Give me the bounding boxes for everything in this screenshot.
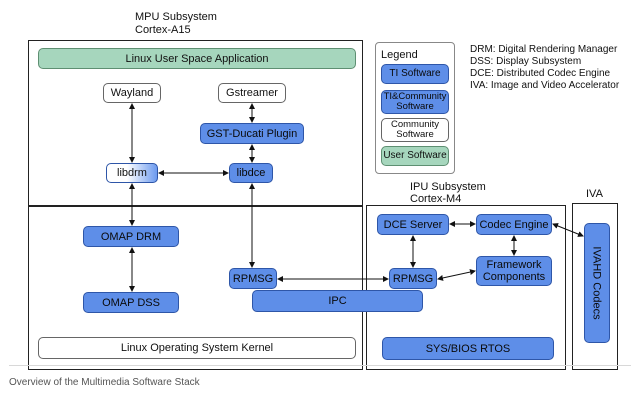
- omap-drm-box: OMAP DRM: [83, 226, 179, 247]
- caption-divider: [9, 365, 631, 366]
- mpu-subtitle: Cortex-A15: [135, 24, 191, 36]
- framework-components-box: Framework Components: [476, 256, 552, 286]
- iva-frame: [572, 203, 618, 370]
- ipu-frame: [366, 205, 566, 370]
- gstreamer-box: Gstreamer: [218, 83, 286, 103]
- codec-engine-box: Codec Engine: [476, 214, 552, 235]
- dce-server-box: DCE Server: [377, 214, 449, 235]
- ipu-subtitle: Cortex-M4: [410, 193, 462, 205]
- abbrev-iva: IVA: Image and Video Accelerator: [470, 80, 620, 91]
- omap-dss-box: OMAP DSS: [83, 292, 179, 313]
- mpu-user-space-frame: [28, 40, 363, 207]
- codecengine-ivahd-arrow: [552, 223, 584, 237]
- sysbios-rtos-box: SYS/BIOS RTOS: [382, 337, 554, 360]
- rpmsg-ipu-box: RPMSG: [389, 268, 437, 289]
- ipu-title: IPU Subsystem: [410, 181, 486, 193]
- legend-community-software: Community Software: [381, 118, 449, 142]
- legend-title: Legend: [381, 49, 418, 61]
- ivahd-codecs-box: IVAHD Codecs: [584, 223, 610, 343]
- legend-ti-community-software: TI&Community Software: [381, 90, 449, 114]
- libdce-box: libdce: [229, 163, 273, 183]
- legend-ti-software: TI Software: [381, 64, 449, 84]
- wayland-box: Wayland: [103, 83, 161, 103]
- abbrev-dss: DSS: Display Subsystem: [470, 56, 582, 67]
- linux-kernel-box: Linux Operating System Kernel: [38, 337, 356, 359]
- figure-caption: Overview of the Multimedia Software Stac…: [9, 377, 200, 388]
- mpu-kernel-frame: [28, 205, 363, 370]
- legend-user-software: User Software: [381, 146, 449, 166]
- gst-ducati-plugin-box: GST-Ducati Plugin: [200, 123, 304, 144]
- framework-rpmsg-arrow: [437, 269, 476, 281]
- abbrev-drm: DRM: Digital Rendering Manager: [470, 44, 618, 55]
- ipc-box: IPC: [252, 290, 423, 312]
- libdrm-box: libdrm: [106, 163, 158, 183]
- mpu-title: MPU Subsystem: [135, 11, 217, 23]
- abbrev-dce: DCE: Distributed Codec Engine: [470, 68, 611, 79]
- iva-title: IVA: [586, 188, 603, 200]
- linux-user-space-box: Linux User Space Application: [38, 48, 356, 69]
- rpmsg-mpu-box: RPMSG: [229, 268, 277, 289]
